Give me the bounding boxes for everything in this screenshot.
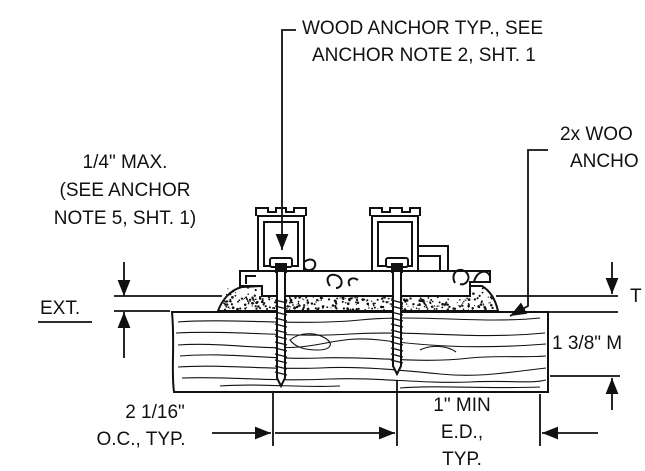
- exterior-label: EXT.: [40, 298, 81, 319]
- wood-anchor-note-line2: ANCHOR NOTE 2, SHT. 1: [312, 45, 536, 66]
- sealant-bed: [216, 284, 500, 312]
- wood-anchor-note-line1: WOOD ANCHOR TYP., SEE: [302, 18, 544, 39]
- buck-note-line2: ANCHO: [570, 151, 639, 172]
- edge-distance-line2: E.D.,: [440, 422, 484, 443]
- edge-distance-line3: TYP.: [442, 449, 482, 470]
- gap-note-line1: 1/4" MAX.: [82, 152, 168, 173]
- edge-distance-line1: 1" MIN: [433, 395, 491, 416]
- wood-buck: [170, 311, 549, 393]
- spacing-note-line2: O.C., TYP.: [96, 429, 186, 450]
- buck-note-line1: 2x WOO: [560, 124, 633, 145]
- dimension-lines: [38, 29, 620, 446]
- thickness-t-label: T: [630, 286, 642, 307]
- thickness-dimension-label: 1 3/8" M: [552, 333, 623, 354]
- gap-note-line2: (SEE ANCHOR: [59, 180, 191, 201]
- gap-note-line3: NOTE 5, SHT. 1): [53, 208, 197, 229]
- spacing-note-line1: 2 1/16": [125, 402, 185, 423]
- anchor-screws: [274, 263, 404, 389]
